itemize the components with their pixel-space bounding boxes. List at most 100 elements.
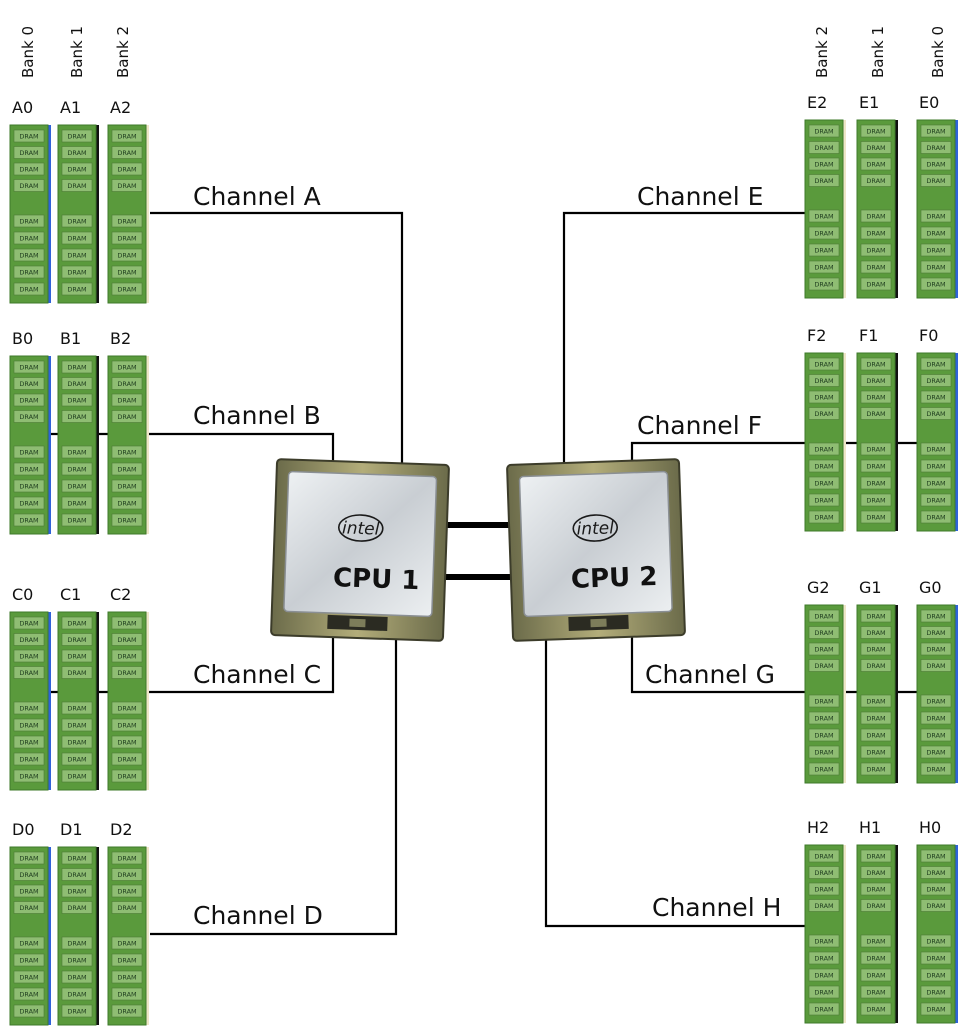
svg-text:DRAM: DRAM	[814, 230, 833, 238]
svg-text:DRAM: DRAM	[926, 1006, 945, 1014]
dram-chip: DRAM	[61, 179, 93, 192]
dram-chip: DRAM	[860, 209, 892, 223]
dimm-latch	[47, 356, 51, 534]
svg-text:DRAM: DRAM	[117, 413, 136, 421]
dram-chip: DRAM	[13, 360, 45, 374]
svg-text:DRAM: DRAM	[67, 636, 86, 644]
svg-text:DRAM: DRAM	[67, 940, 86, 948]
slot-label-h0: H0	[919, 818, 941, 837]
svg-text:DRAM: DRAM	[814, 213, 833, 221]
svg-text:DRAM: DRAM	[866, 698, 885, 706]
dram-chip: DRAM	[111, 752, 143, 766]
svg-text:DRAM: DRAM	[926, 213, 945, 221]
dram-chip: DRAM	[61, 377, 93, 390]
svg-text:DRAM: DRAM	[866, 394, 885, 402]
svg-text:DRAM: DRAM	[117, 218, 136, 226]
slot-label-f0: F0	[919, 326, 938, 345]
dram-chip: DRAM	[111, 953, 143, 967]
svg-text:DRAM: DRAM	[814, 613, 833, 621]
bank-header-left-2: Bank 2	[114, 26, 132, 78]
dram-chip: DRAM	[111, 496, 143, 510]
bank-headers: Bank 0 Bank 1 Bank 2 Bank 2 Bank 1 Bank …	[19, 26, 947, 78]
dram-chip: DRAM	[13, 248, 45, 262]
dimm-latch	[954, 353, 958, 531]
dram-chip: DRAM	[61, 231, 93, 245]
bank-header-right-1: Bank 1	[869, 26, 887, 78]
dram-chip: DRAM	[13, 214, 45, 228]
svg-text:DRAM: DRAM	[67, 1008, 86, 1016]
dram-chip: DRAM	[111, 231, 143, 245]
dimm-latch	[842, 605, 846, 783]
svg-text:DRAM: DRAM	[19, 722, 38, 730]
svg-text:DRAM: DRAM	[67, 364, 86, 372]
svg-text:DRAM: DRAM	[67, 397, 86, 405]
svg-text:DRAM: DRAM	[117, 133, 136, 141]
svg-text:DRAM: DRAM	[117, 888, 136, 896]
svg-text:DRAM: DRAM	[926, 853, 945, 861]
svg-text:DRAM: DRAM	[866, 715, 885, 723]
svg-text:DRAM: DRAM	[67, 149, 86, 157]
svg-text:DRAM: DRAM	[67, 133, 86, 141]
dram-chip: DRAM	[61, 718, 93, 732]
dram-chip: DRAM	[860, 968, 892, 982]
slot-label-d0: D0	[12, 820, 35, 839]
svg-text:DRAM: DRAM	[67, 855, 86, 863]
svg-text:DRAM: DRAM	[67, 888, 86, 896]
dram-chip: DRAM	[920, 157, 952, 171]
svg-text:DRAM: DRAM	[866, 853, 885, 861]
dram-chip: DRAM	[111, 393, 143, 407]
dram-chip: DRAM	[808, 277, 840, 291]
dram-chip: DRAM	[808, 694, 840, 708]
dram-chip: DRAM	[61, 936, 93, 950]
dram-chip: DRAM	[61, 462, 93, 476]
dram-chip: DRAM	[111, 970, 143, 984]
dram-chip: DRAM	[920, 357, 952, 371]
dram-chip: DRAM	[13, 129, 45, 143]
svg-text:DRAM: DRAM	[926, 955, 945, 963]
dram-chip: DRAM	[860, 493, 892, 507]
dimm-latch	[842, 120, 846, 298]
svg-text:DRAM: DRAM	[67, 957, 86, 965]
dram-chip: DRAM	[13, 479, 45, 493]
dram-chip: DRAM	[860, 226, 892, 240]
svg-text:DRAM: DRAM	[926, 394, 945, 402]
svg-text:DRAM: DRAM	[926, 514, 945, 522]
dram-chip: DRAM	[808, 226, 840, 240]
dram-chip: DRAM	[920, 226, 952, 240]
svg-text:DRAM: DRAM	[866, 749, 885, 757]
svg-text:DRAM: DRAM	[926, 972, 945, 980]
svg-text:DRAM: DRAM	[926, 144, 945, 152]
slot-label-b1: B1	[60, 329, 81, 348]
svg-text:DRAM: DRAM	[866, 514, 885, 522]
dram-chip: DRAM	[13, 393, 45, 407]
svg-text:DRAM: DRAM	[117, 466, 136, 474]
dram-chip: DRAM	[61, 752, 93, 766]
svg-text:DRAM: DRAM	[117, 517, 136, 525]
dram-chip: DRAM	[808, 157, 840, 171]
dram-chip: DRAM	[61, 884, 93, 898]
svg-text:DRAM: DRAM	[19, 483, 38, 491]
svg-text:DRAM: DRAM	[19, 855, 38, 863]
svg-text:DRAM: DRAM	[866, 377, 885, 385]
dram-chip: DRAM	[13, 987, 45, 1001]
svg-text:DRAM: DRAM	[926, 361, 945, 369]
dram-chip: DRAM	[860, 374, 892, 387]
dimm-latch	[894, 845, 898, 1023]
dram-chip: DRAM	[13, 496, 45, 510]
svg-text:DRAM: DRAM	[117, 500, 136, 508]
svg-text:DRAM: DRAM	[814, 1006, 833, 1014]
svg-text:DRAM: DRAM	[866, 629, 885, 637]
svg-text:DRAM: DRAM	[814, 480, 833, 488]
dram-chip: DRAM	[920, 951, 952, 965]
wire-channel-e	[562, 211, 806, 465]
dram-chip: DRAM	[808, 609, 840, 623]
svg-text:DRAM: DRAM	[814, 410, 833, 418]
svg-text:DRAM: DRAM	[67, 756, 86, 764]
dram-chip: DRAM	[808, 374, 840, 387]
dram-chip: DRAM	[808, 476, 840, 490]
svg-text:DRAM: DRAM	[926, 698, 945, 706]
svg-text:DRAM: DRAM	[117, 397, 136, 405]
dram-chip: DRAM	[61, 393, 93, 407]
